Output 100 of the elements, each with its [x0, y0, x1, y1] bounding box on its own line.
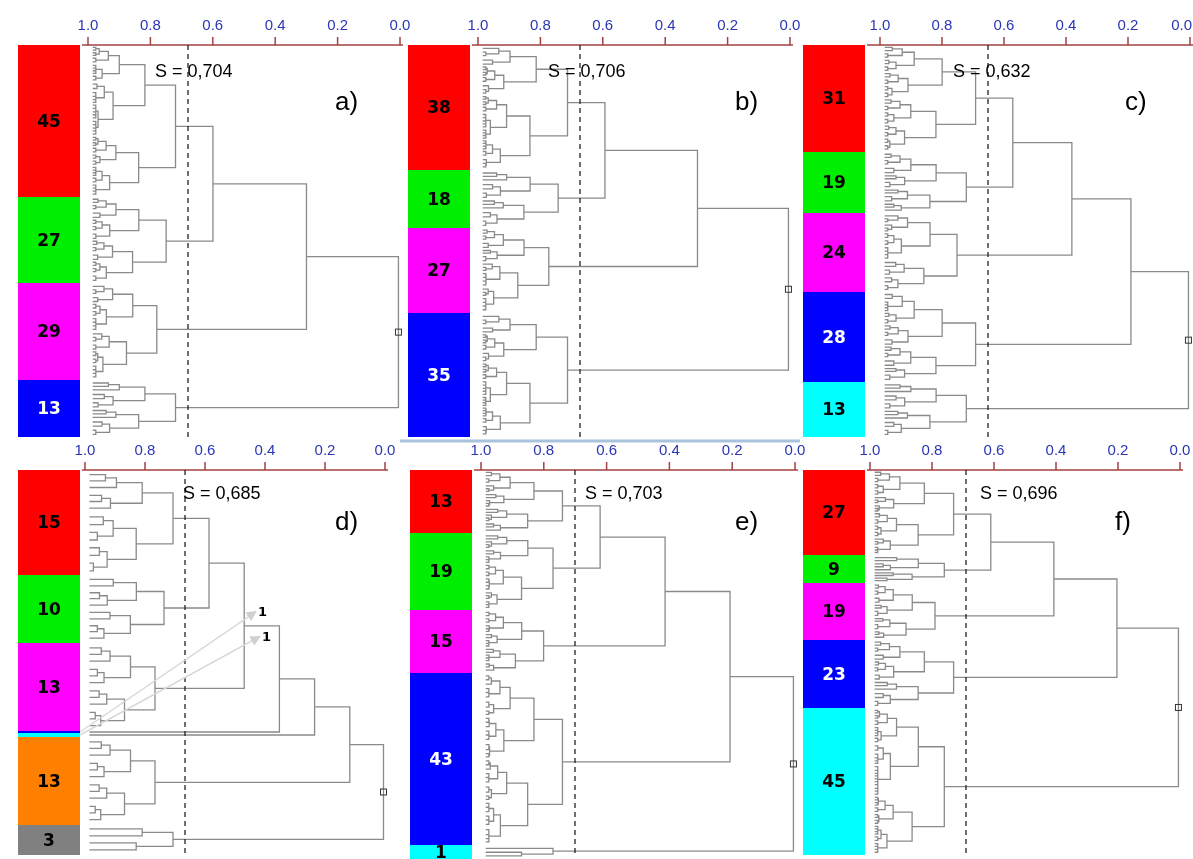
cluster-count: 29 — [37, 323, 61, 340]
cluster-count: 13 — [37, 772, 61, 790]
tick-label: 0.6 — [983, 442, 1005, 457]
cluster-count: 1 — [262, 630, 272, 643]
tick-label: 0.4 — [264, 17, 286, 32]
similarity-label: S = 0,632 — [953, 62, 1031, 80]
tick-label: 0.4 — [658, 442, 680, 457]
cluster-count: 45 — [37, 112, 61, 130]
panel-label: e) — [735, 508, 759, 534]
tick-label: 0.2 — [314, 442, 336, 457]
similarity-label: S = 0,685 — [183, 484, 261, 502]
tick-label: 0.8 — [139, 17, 161, 32]
tick-label: 0.8 — [134, 442, 156, 457]
cluster-band — [803, 292, 865, 382]
cluster-band — [408, 228, 470, 313]
cluster-count: 1 — [258, 605, 268, 618]
tick-label: 0.6 — [993, 17, 1015, 32]
panel-label: c) — [1125, 88, 1147, 114]
cluster-count: 19 — [822, 603, 846, 620]
cluster-band — [410, 673, 472, 845]
tick-label: 0.8 — [921, 442, 943, 457]
cluster-band — [18, 45, 80, 197]
similarity-label: S = 0,706 — [548, 62, 626, 80]
tick-label: 0.2 — [717, 17, 738, 32]
cluster-count: 45 — [822, 773, 846, 790]
tick-label: 0.6 — [202, 17, 224, 32]
tick-label: 0.0 — [784, 442, 806, 457]
tick-label: 0.4 — [1055, 17, 1077, 32]
cluster-band — [803, 213, 865, 292]
cluster-count: 27 — [822, 504, 846, 521]
cluster-band — [803, 555, 865, 583]
cluster-count: 15 — [429, 633, 453, 650]
tick-label: 0.0 — [1169, 442, 1191, 457]
similarity-label: S = 0,704 — [155, 62, 233, 80]
cluster-band — [803, 470, 865, 555]
cluster-band — [410, 845, 472, 859]
cluster-band — [410, 470, 472, 533]
cluster-count: 9 — [828, 560, 840, 578]
cluster-count: 18 — [427, 190, 451, 208]
cluster-count: 27 — [427, 262, 451, 279]
tick-label: 1.0 — [467, 17, 489, 32]
cluster-band — [408, 170, 470, 228]
cluster-band — [18, 733, 80, 737]
cluster-band — [410, 610, 472, 673]
tick-label: 0.4 — [654, 17, 676, 32]
cluster-count: 24 — [822, 244, 846, 261]
cluster-count: 13 — [37, 400, 61, 417]
tick-label: 0.6 — [194, 442, 216, 457]
cluster-band — [410, 533, 472, 610]
cluster-count: 1 — [435, 843, 447, 859]
cluster-count: 13 — [822, 401, 846, 418]
cluster-count: 38 — [427, 99, 451, 116]
cluster-band — [803, 45, 865, 152]
tick-label: 1.0 — [859, 442, 881, 457]
cluster-band — [803, 640, 865, 708]
cluster-band — [18, 283, 80, 380]
cluster-count: 23 — [822, 665, 846, 683]
cluster-band — [18, 575, 80, 643]
cluster-band — [803, 382, 865, 437]
tick-label: 0.0 — [779, 17, 801, 32]
cluster-count: 35 — [427, 366, 451, 384]
tick-label: 0.8 — [931, 17, 953, 32]
cluster-count: 19 — [429, 563, 453, 580]
cluster-band — [803, 708, 865, 855]
panel-label: b) — [735, 88, 759, 114]
arrow — [79, 635, 261, 736]
cluster-band — [18, 470, 80, 575]
similarity-label: S = 0,696 — [980, 484, 1058, 502]
tick-label: 0.8 — [529, 17, 551, 32]
cluster-count: 43 — [429, 750, 453, 768]
cluster-count: 19 — [822, 174, 846, 191]
cluster-band — [803, 583, 865, 640]
tick-label: 1.0 — [869, 17, 891, 32]
arrow — [79, 610, 257, 733]
cluster-count: 13 — [37, 678, 61, 696]
tick-label: 1.0 — [470, 442, 492, 457]
panel-label: f) — [1115, 508, 1131, 534]
cluster-band — [18, 643, 80, 731]
cluster-count: 10 — [37, 600, 61, 618]
cluster-count: 15 — [37, 514, 61, 531]
panel-label: d) — [335, 508, 359, 534]
cluster-band — [18, 825, 80, 855]
cluster-count: 27 — [37, 231, 61, 249]
cluster-band — [18, 380, 80, 437]
tick-label: 0.4 — [254, 442, 276, 457]
cluster-count: 28 — [822, 328, 846, 346]
panel-label: a) — [335, 88, 359, 114]
tick-label: 0.8 — [533, 442, 555, 457]
cluster-band — [18, 197, 80, 283]
cluster-count: 13 — [429, 493, 453, 510]
tick-label: 0.2 — [1107, 442, 1129, 457]
cluster-band — [408, 45, 470, 170]
tick-label: 1.0 — [74, 442, 96, 457]
tick-label: 0.2 — [1117, 17, 1139, 32]
tick-label: 0.0 — [389, 17, 411, 32]
tick-label: 0.0 — [374, 442, 396, 457]
tick-label: 0.2 — [721, 442, 743, 457]
tick-label: 0.6 — [596, 442, 617, 457]
tick-label: 1.0 — [77, 17, 99, 32]
cluster-band — [18, 737, 80, 825]
